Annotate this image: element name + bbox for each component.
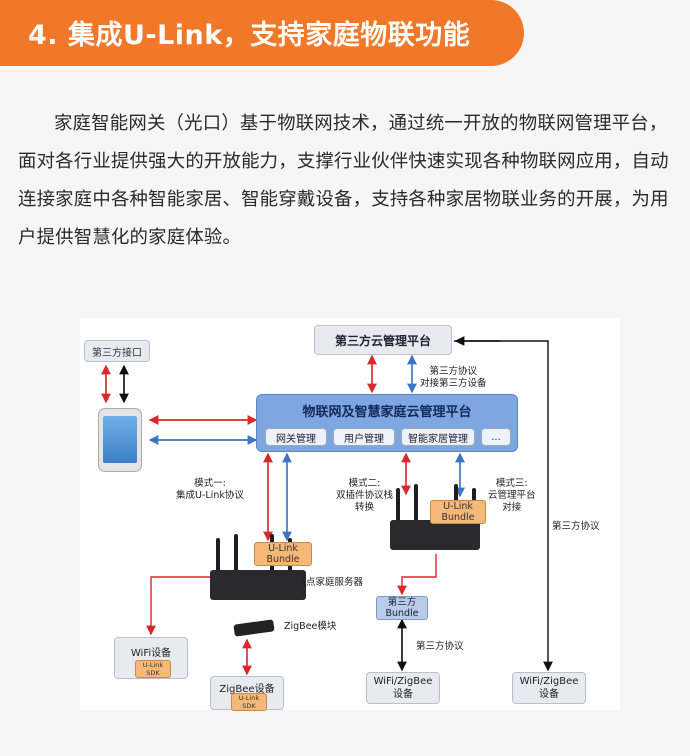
ulink-sdk: U-Link SDK (135, 660, 171, 678)
wifi-device: WiFi设备 U-Link SDK (114, 637, 188, 679)
antenna (414, 484, 418, 522)
gateway-router-icon (390, 520, 480, 550)
iot-smart-home-platform: 物联网及智慧家庭云管理平台 网关管理 用户管理 智能家居管理 ... (256, 394, 518, 452)
platform-title: 物联网及智慧家庭云管理平台 (302, 405, 472, 420)
smartphone-icon (98, 408, 142, 472)
connector (146, 576, 210, 636)
third-party-bundle: 第三方 Bundle (376, 596, 428, 620)
protocol-note: 第三方协议 对接第三方设备 (420, 366, 487, 389)
antenna (234, 534, 238, 574)
intro-paragraph: 家庭智能网关（光口）基于物联网技术，通过统一开放的物联网管理平台，面对各行业提供… (18, 113, 669, 248)
ulink-bundle-mode3: U-Link Bundle (430, 500, 486, 524)
mode3-label: 模式三: 云管理平台 对接 (488, 478, 536, 513)
third-party-cloud-platform: 第三方云管理平台 (314, 325, 452, 355)
section-title: 4. 集成U-Link，支持家庭物联功能 (28, 20, 471, 51)
mode1-label: 模式一: 集成U-Link协议 (176, 478, 244, 501)
home-gateway-icon (210, 570, 306, 600)
module-gateway-mgmt: 网关管理 (265, 428, 327, 446)
wifi-zigbee-device-right: WiFi/ZigBee 设备 (512, 672, 586, 704)
third-protocol-right: 第三方协议 (552, 521, 600, 532)
connector (397, 554, 437, 596)
zigbee-device: ZigBee设备 U-Link SDK (210, 676, 284, 711)
antenna (216, 538, 220, 574)
wifi-zigbee-device-mid: WiFi/ZigBee 设备 (366, 672, 440, 704)
zigbee-module-label: ZigBee模块 (284, 621, 337, 632)
module-more: ... (481, 428, 511, 446)
third-party-interface: 第三方接口 (84, 340, 150, 362)
third-protocol-mid: 第三方协议 (416, 641, 464, 652)
mode2-label: 模式二: 双插件协议栈 转换 (336, 478, 394, 513)
antenna (396, 488, 400, 522)
module-user-mgmt: 用户管理 (333, 428, 395, 446)
ulink-sdk: U-Link SDK (231, 693, 267, 711)
section-banner: 4. 集成U-Link，支持家庭物联功能 (0, 0, 524, 66)
module-smarthome-mgmt: 智能家居管理 (401, 428, 475, 446)
gateway-label: 1点家庭服务器 (300, 577, 364, 588)
ulink-bundle-mode1: U-Link Bundle (254, 542, 312, 566)
